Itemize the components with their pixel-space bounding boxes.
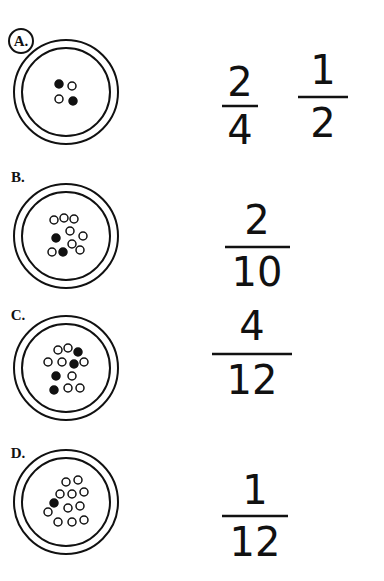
petri-dish bbox=[14, 316, 118, 420]
option-letter: C. bbox=[11, 308, 26, 323]
fraction-number: 1 bbox=[310, 50, 335, 90]
petri-dish bbox=[14, 184, 118, 288]
answer-circle bbox=[9, 29, 33, 53]
option-letter: B. bbox=[11, 170, 25, 185]
fraction-number: 10 bbox=[232, 252, 283, 292]
petri-dish bbox=[14, 40, 118, 144]
fraction-number: 2 bbox=[310, 103, 335, 143]
fraction-number: 1 bbox=[242, 470, 267, 510]
fraction-number: 4 bbox=[227, 110, 252, 150]
fraction-number: 12 bbox=[230, 522, 281, 562]
option-letter: A. bbox=[14, 34, 29, 49]
fraction-number: 2 bbox=[227, 62, 252, 102]
colonies bbox=[44, 80, 88, 526]
petri-dish bbox=[14, 450, 118, 554]
fraction-number: 12 bbox=[227, 360, 278, 400]
fraction-bars bbox=[212, 97, 348, 516]
fraction-number: 4 bbox=[239, 306, 264, 346]
fraction-number: 2 bbox=[244, 200, 269, 240]
option-letter: D. bbox=[11, 446, 26, 461]
